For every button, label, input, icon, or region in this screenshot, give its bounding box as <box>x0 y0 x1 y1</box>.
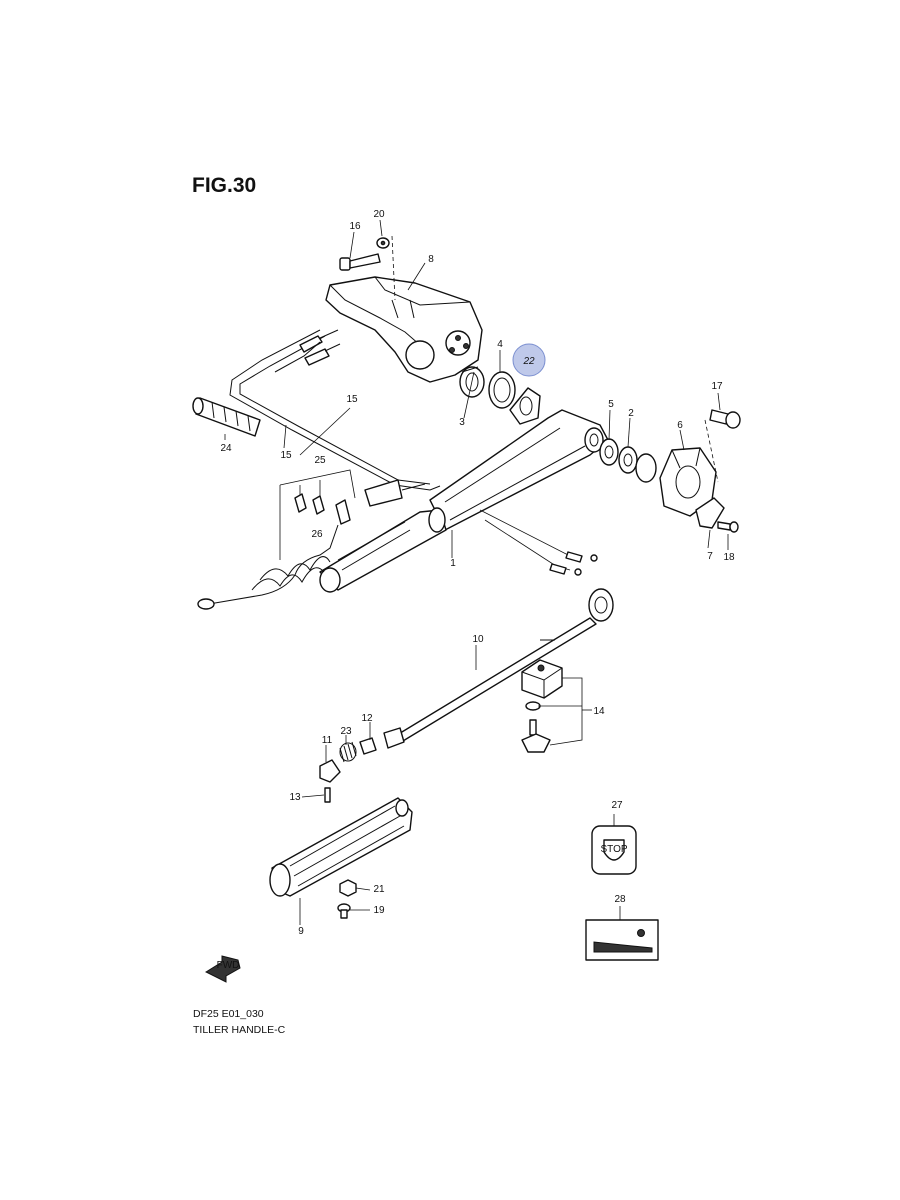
callout-21[interactable]: 21 <box>373 884 385 895</box>
figure-name: TILLER HANDLE-C <box>193 1024 286 1036</box>
spring-part-23[interactable] <box>339 741 357 763</box>
bolt-part-17[interactable] <box>709 409 741 429</box>
callout-7[interactable]: 7 <box>707 551 713 562</box>
bolt-part-16[interactable] <box>339 253 381 271</box>
throttle-shaft-part-10[interactable] <box>383 588 614 749</box>
callout-26[interactable]: 26 <box>311 529 323 540</box>
callout-23[interactable]: 23 <box>340 726 352 737</box>
label-27-text: STOP <box>600 844 627 855</box>
figure-title: FIG.30 <box>192 174 257 197</box>
callout-2[interactable]: 2 <box>628 408 634 419</box>
screw-part-18[interactable] <box>717 521 739 533</box>
stopper-part-12[interactable] <box>359 737 377 755</box>
callout-14[interactable]: 14 <box>593 706 605 717</box>
callout-19[interactable]: 19 <box>373 905 385 916</box>
cable-end-connectors <box>549 551 598 576</box>
callout-6[interactable]: 6 <box>677 420 683 431</box>
callout-27[interactable]: 27 <box>611 800 623 811</box>
callout-18[interactable]: 18 <box>723 552 735 563</box>
stop-label-part-27[interactable]: STOP <box>591 825 637 875</box>
friction-adjuster-part-6[interactable] <box>659 447 717 517</box>
stop-clip-part-25[interactable] <box>294 493 351 525</box>
fwd-arrow-icon: FWD <box>204 955 241 983</box>
callout-16[interactable]: 16 <box>349 221 361 232</box>
callout-13[interactable]: 13 <box>289 792 301 803</box>
tiller-arm-part-1[interactable] <box>319 409 609 593</box>
lanyard-cord-part-26[interactable] <box>197 524 339 610</box>
screw-part-19[interactable] <box>337 903 351 919</box>
washer-part-2[interactable] <box>618 446 638 474</box>
wire-harness-part-15[interactable] <box>229 329 441 507</box>
figure-code: DF25 E01_030 <box>193 1008 264 1020</box>
nut-part-11[interactable] <box>319 759 341 783</box>
callout-10[interactable]: 10 <box>472 634 484 645</box>
grip-sleeve-part-24[interactable] <box>192 397 261 437</box>
pin-part-13[interactable] <box>324 787 331 803</box>
callout-5[interactable]: 5 <box>608 399 614 410</box>
washer-part-20[interactable] <box>376 237 390 249</box>
callout-20[interactable]: 20 <box>373 209 385 220</box>
nut-part-21[interactable] <box>339 879 357 897</box>
clamp-part-14[interactable] <box>521 659 563 753</box>
callout-11[interactable]: 11 <box>322 735 333 746</box>
callout-17[interactable]: 17 <box>711 381 723 392</box>
knob-part-7[interactable] <box>695 497 725 529</box>
callout-25[interactable]: 25 <box>314 455 326 466</box>
washer-part-5[interactable] <box>599 438 619 466</box>
washer-part-4[interactable] <box>488 371 516 409</box>
callout-15-lower[interactable]: 15 <box>280 450 292 461</box>
friction-plate-part-22[interactable] <box>509 387 541 425</box>
tiller-bracket-part-8[interactable] <box>325 276 483 383</box>
callout-12[interactable]: 12 <box>361 713 373 724</box>
fwd-label: FWD <box>217 960 240 971</box>
callout-28[interactable]: 28 <box>614 894 626 905</box>
callout-3[interactable]: 3 <box>459 417 465 428</box>
callout-4[interactable]: 4 <box>497 339 503 350</box>
callout-1[interactable]: 1 <box>450 558 456 569</box>
throttle-grip-part-9[interactable] <box>269 797 413 897</box>
callout-24[interactable]: 24 <box>220 443 232 454</box>
callout-22[interactable]: 22 <box>522 356 535 367</box>
callout-8[interactable]: 8 <box>428 254 434 265</box>
callout-9[interactable]: 9 <box>298 926 304 937</box>
callout-15-upper[interactable]: 15 <box>346 394 358 405</box>
caution-label-part-28[interactable] <box>585 919 659 961</box>
highlight-marker-22[interactable] <box>512 343 546 377</box>
